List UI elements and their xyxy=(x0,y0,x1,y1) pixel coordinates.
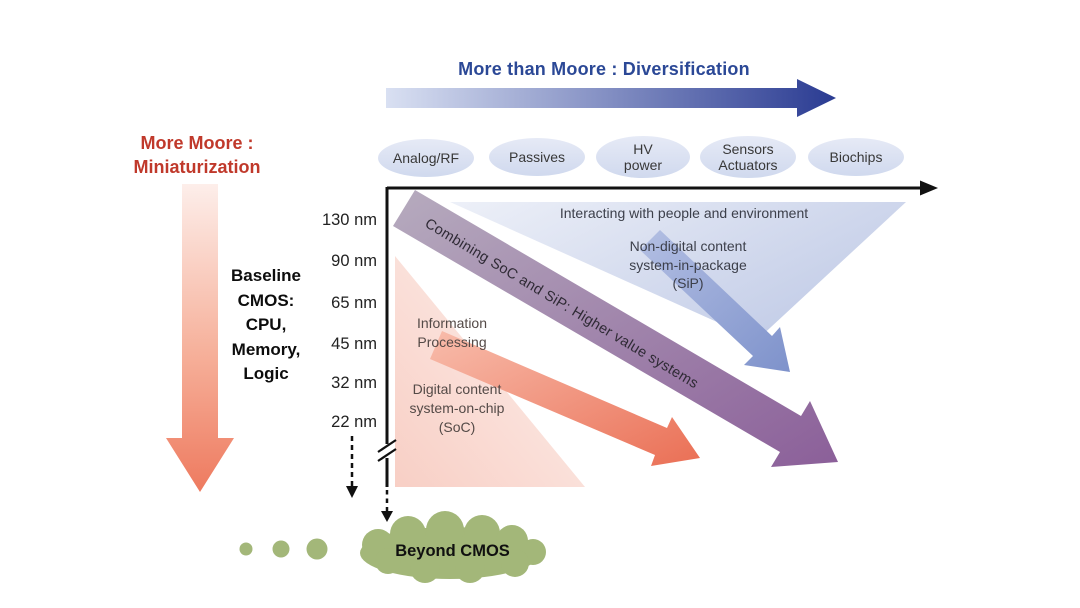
category-ellipse-passives: Passives xyxy=(489,138,585,176)
x-axis-arrowhead xyxy=(920,180,938,196)
axis-break-slash-2 xyxy=(377,448,397,462)
axis-label-22nm: 22 nm xyxy=(331,413,377,431)
category-label: Biochips xyxy=(829,149,883,165)
sip-interacting-label: Interacting with people and environment xyxy=(559,205,809,221)
sip-arrow xyxy=(640,230,790,372)
more-than-moore-title: More than Moore : Diversification xyxy=(458,59,750,79)
sip-block-label: Non-digital content system-in-package (S… xyxy=(629,238,747,291)
more-moore-title: More Moore : Miniaturization xyxy=(133,133,261,177)
category-label: Analog/RF xyxy=(392,150,460,166)
axis-label-130nm: 130 nm xyxy=(321,211,377,229)
axis-label-90nm: 90 nm xyxy=(331,252,377,270)
soc-block-label: Digital content system-on-chip (SoC) xyxy=(409,381,505,435)
axis-label-65nm: 65 nm xyxy=(331,294,377,312)
combining-arrow xyxy=(393,190,838,467)
beyond-cmos-cloud xyxy=(360,511,546,583)
dashed-arrow-left-head xyxy=(346,486,358,498)
beyond-cmos-label: Beyond CMOS xyxy=(395,542,510,560)
soc-arrow xyxy=(430,331,700,466)
category-ellipse-biochips: Biochips xyxy=(808,138,904,176)
miniaturization-arrow xyxy=(166,184,234,492)
dashed-arrow-axis-head xyxy=(381,511,393,522)
soc-info-label: Information Processing xyxy=(416,315,488,350)
axis-break-slash-1 xyxy=(377,439,397,453)
category-ellipse-sensors-actuators: Sensors Actuators xyxy=(700,136,796,178)
beyond-cmos-dots xyxy=(239,538,328,560)
axis-label-32nm: 32 nm xyxy=(331,374,377,392)
axis-label-45nm: 45 nm xyxy=(331,335,377,353)
category-label: HV power xyxy=(623,141,663,173)
category-ellipse-hv-power: HV power xyxy=(596,136,690,178)
category-label: Passives xyxy=(508,149,566,165)
category-label: Sensors Actuators xyxy=(718,141,778,173)
diversification-arrow xyxy=(386,79,836,117)
category-ellipse-analog-rf: Analog/RF xyxy=(378,139,474,177)
baseline-cmos-label: Baseline CMOS: CPU, Memory, Logic xyxy=(231,266,301,383)
